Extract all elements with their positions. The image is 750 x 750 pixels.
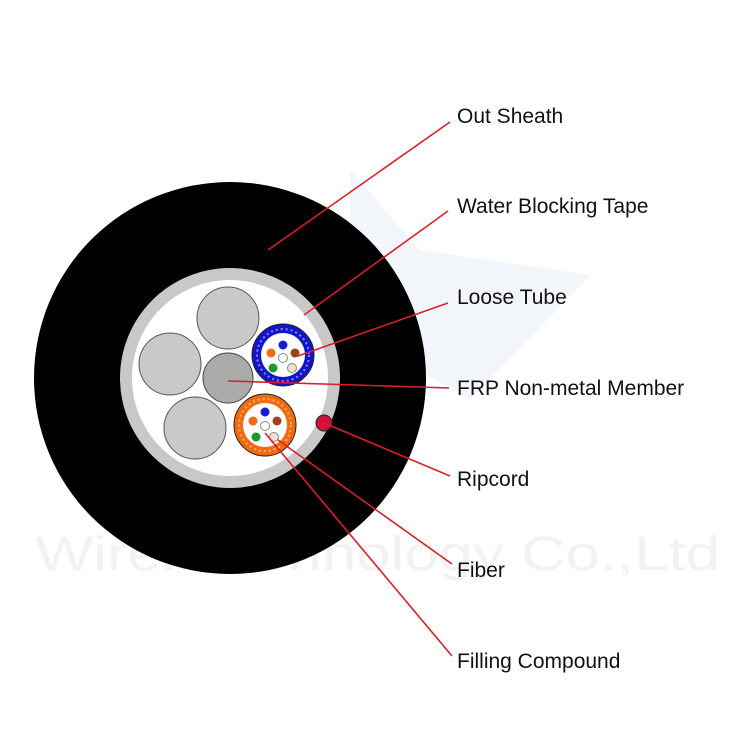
leader-lines [227, 121, 453, 657]
loose-tube-orange [233, 393, 297, 457]
label-out-sheath: Out Sheath [457, 105, 563, 128]
filler-rod [196, 286, 260, 350]
fiber [266, 348, 276, 358]
fiber [251, 432, 261, 442]
label-ripcord: Ripcord [457, 468, 529, 491]
leader-line-fiber [277, 439, 453, 565]
leader-line-out-sheath [267, 121, 451, 251]
leader-line-ripcord [323, 422, 451, 477]
fiber [248, 416, 258, 426]
fiber [269, 432, 279, 442]
label-filling-compound: Filling Compound [457, 650, 620, 673]
fiber [287, 363, 297, 373]
label-water-blocking-tape: Water Blocking Tape [457, 195, 648, 218]
leader-line-loose-tube [297, 302, 449, 357]
labels: Out Sheath Water Blocking Tape Loose Tub… [457, 105, 684, 673]
label-loose-tube: Loose Tube [457, 286, 567, 309]
leader-line-frp-member [227, 380, 450, 389]
cable [34, 182, 426, 574]
fiber [260, 421, 270, 431]
frp-member [202, 352, 254, 404]
leader-line-water-blocking-tape [303, 210, 449, 316]
fiber [290, 348, 300, 358]
filler-rod [138, 332, 202, 396]
filler-rod [163, 396, 227, 460]
label-frp-member: FRP Non-metal Member [457, 377, 684, 400]
fiber [278, 353, 288, 363]
loose-tube-blue [251, 323, 315, 387]
label-fiber: Fiber [457, 559, 505, 582]
leader-line-filling-compound [264, 432, 453, 657]
fiber [278, 340, 288, 350]
fiber [272, 416, 282, 426]
fiber [260, 407, 270, 417]
fiber [268, 363, 278, 373]
